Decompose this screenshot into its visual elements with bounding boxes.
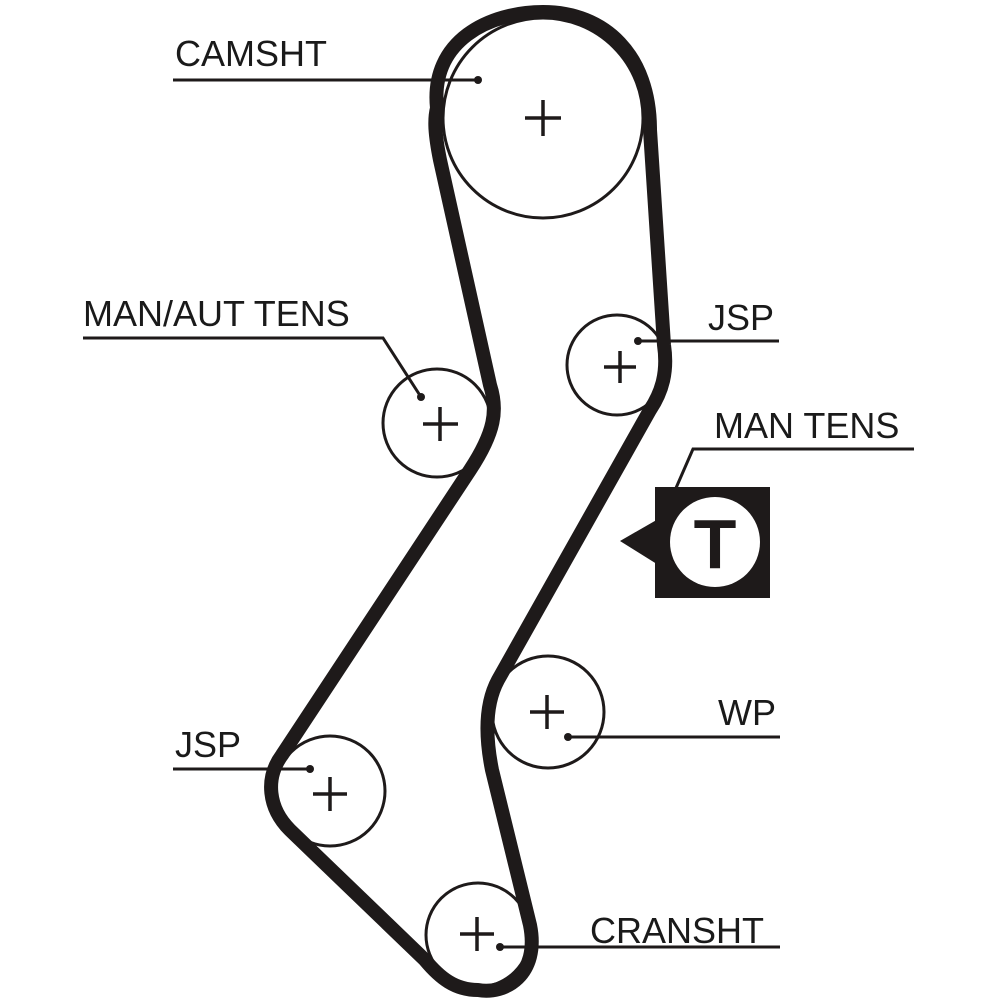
leader-idler-lower [173,765,314,773]
label-crankshaft: CRANSHT [590,910,764,951]
pulley-tensioner-man-aut [381,367,493,479]
leader-tensioner-man [674,447,914,489]
leader-camshaft [173,76,482,84]
tension-symbol: T [694,505,737,583]
label-tensioner-man-aut: MAN/AUT TENS [83,293,350,334]
label-camshaft: CAMSHT [175,33,327,74]
leader-tensioner-man-aut [83,336,425,401]
tension-marker-icon: T [620,487,770,598]
timing-belt [264,5,673,998]
pulley-camshaft [441,16,645,220]
leader-water-pump [564,733,780,741]
label-idler-lower: JSP [175,724,241,765]
label-water-pump: WP [718,692,776,733]
label-tensioner-man: MAN TENS [714,405,899,446]
label-idler-upper: JSP [708,297,774,338]
leader-crankshaft [496,943,780,951]
leader-idler-upper [634,337,779,345]
